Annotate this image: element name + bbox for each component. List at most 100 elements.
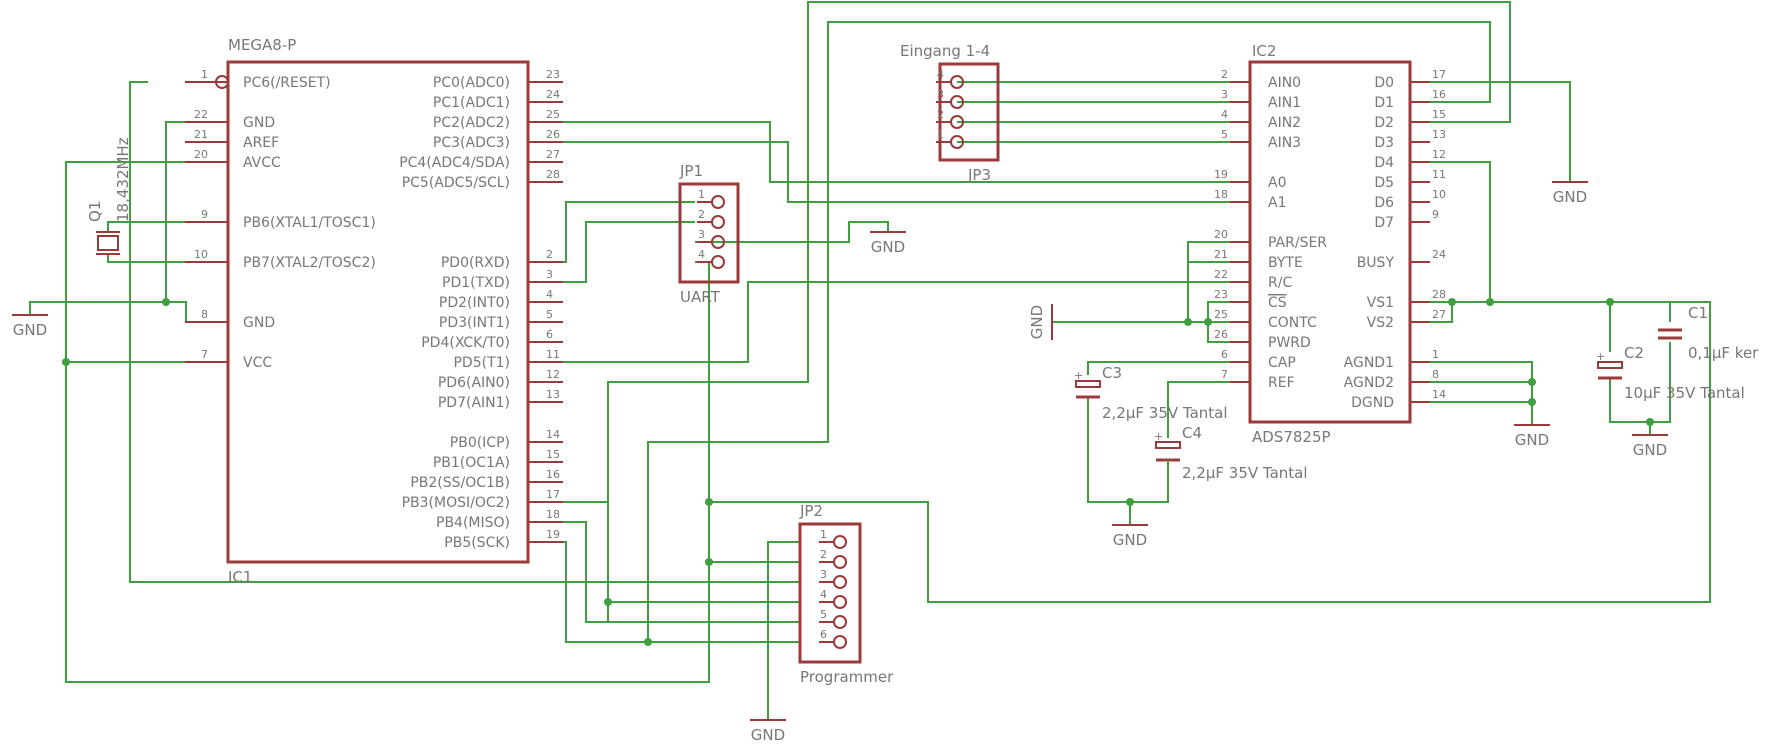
ic1-pin-number: 10 bbox=[194, 248, 208, 261]
capacitor-c2[interactable]: + C2 10µF 35V Tantal bbox=[1596, 344, 1745, 402]
ic1-pin-number: 18 bbox=[546, 508, 560, 521]
ic1-pin-name: PC0(ADC0) bbox=[433, 75, 510, 91]
wire-xtal2[interactable] bbox=[107, 254, 205, 263]
jp2-pin[interactable] bbox=[833, 595, 847, 609]
ic1-pin-name: PC3(ADC3) bbox=[433, 135, 510, 151]
wire-sck[interactable] bbox=[563, 541, 800, 643]
ic2-pin-name: AIN1 bbox=[1268, 95, 1301, 111]
wire-avcc[interactable] bbox=[65, 161, 710, 683]
ic2-pin-number: 2 bbox=[1221, 68, 1228, 81]
jp1-pin[interactable] bbox=[711, 195, 725, 209]
crystal-q1[interactable]: Q1 18,432MHz bbox=[86, 137, 132, 255]
c4-plate bbox=[1155, 441, 1181, 449]
wire-ref[interactable] bbox=[1167, 381, 1230, 438]
ic1-pin-name: PD1(TXD) bbox=[442, 275, 510, 291]
jp2-pin[interactable] bbox=[833, 535, 847, 549]
wire-par-ser[interactable] bbox=[1187, 241, 1230, 322]
ic2-pin-name: D7 bbox=[1374, 215, 1394, 231]
wire-caps-top[interactable] bbox=[1490, 301, 1671, 322]
jp3-pin-number: 1 bbox=[937, 128, 944, 141]
wire-gnd-8[interactable] bbox=[29, 301, 205, 323]
wire-d1-sck[interactable] bbox=[647, 21, 1491, 642]
wire-prog-1[interactable] bbox=[767, 541, 800, 720]
junction bbox=[1204, 318, 1212, 326]
ic2-ads7825[interactable]: IC2 ADS7825P AIN02AIN13AIN24AIN35A019A11… bbox=[1214, 42, 1446, 446]
ic1-pin-number: 7 bbox=[201, 348, 208, 361]
jp2-pin[interactable] bbox=[833, 615, 847, 629]
wire-pc2-a0[interactable] bbox=[563, 121, 1230, 183]
jp2-pin-number: 3 bbox=[820, 568, 827, 581]
ic2-pin-name: VS2 bbox=[1367, 315, 1394, 331]
jp3-pin-number: 3 bbox=[937, 88, 944, 101]
jp2-pin[interactable] bbox=[833, 575, 847, 589]
jp2-pin[interactable] bbox=[833, 635, 847, 649]
jp2-pin-number: 1 bbox=[820, 528, 827, 541]
wire-agnd1[interactable] bbox=[1410, 361, 1533, 425]
wire-pc3-a1[interactable] bbox=[563, 141, 1230, 203]
c1-value-label: 0,1µF ker bbox=[1688, 344, 1759, 362]
junction bbox=[1184, 318, 1192, 326]
wire-cs-gnd[interactable] bbox=[1052, 301, 1230, 323]
jp1-pin-number: 3 bbox=[698, 228, 705, 241]
wire-caps-bottom[interactable] bbox=[1609, 342, 1671, 423]
junction bbox=[705, 558, 713, 566]
ic2-pin-name: D2 bbox=[1374, 115, 1394, 131]
ic1-pin-name: PD2(INT0) bbox=[439, 295, 510, 311]
ic1-pin-name: PB5(SCK) bbox=[444, 535, 510, 551]
junction bbox=[1528, 378, 1536, 386]
c2-ref-label: C2 bbox=[1624, 344, 1644, 362]
crystal-ref-label: Q1 bbox=[86, 201, 104, 222]
ic2-pin-name: D6 bbox=[1374, 195, 1394, 211]
c3-ref-label: C3 bbox=[1102, 364, 1122, 382]
jp2-pin-number: 5 bbox=[820, 608, 827, 621]
wire-rxd[interactable] bbox=[563, 201, 695, 263]
ic1-pin-name: PC1(ADC1) bbox=[433, 95, 510, 111]
wire-d0-gnd[interactable] bbox=[1410, 81, 1571, 182]
ic1-mega8[interactable]: MEGA8-P IC1 PC6(/RESET)1GND22AREF21AVCC2… bbox=[185, 36, 563, 586]
ic1-pin-name: PD7(AIN1) bbox=[438, 395, 510, 411]
ic1-pin-number: 19 bbox=[546, 528, 560, 541]
ic1-pin-number: 6 bbox=[546, 328, 553, 341]
wire-xtal1[interactable] bbox=[107, 221, 205, 232]
wires bbox=[29, 1, 1711, 720]
wire-uart-gnd[interactable] bbox=[695, 221, 889, 243]
jp1-pin[interactable] bbox=[711, 255, 725, 269]
wire-txd[interactable] bbox=[563, 221, 695, 283]
wire-d4-vs[interactable] bbox=[1410, 161, 1491, 302]
capacitor-c1[interactable]: C1 0,1µF ker bbox=[1658, 304, 1759, 362]
jp2-pin-number: 2 bbox=[820, 548, 827, 561]
jp3-ref-label: JP3 bbox=[967, 166, 991, 184]
jp1-pin[interactable] bbox=[711, 215, 725, 229]
ic1-pin-number: 15 bbox=[546, 448, 560, 461]
wire-reset[interactable] bbox=[129, 81, 565, 583]
ic1-pin-number: 23 bbox=[546, 68, 560, 81]
ic2-pin-number: 7 bbox=[1221, 368, 1228, 381]
ic2-pin-number: 4 bbox=[1221, 108, 1228, 121]
jp2-pin[interactable] bbox=[833, 555, 847, 569]
ic2-pin-number: 9 bbox=[1432, 208, 1439, 221]
wire-cap[interactable] bbox=[1087, 361, 1230, 375]
ic1-pin-number: 3 bbox=[546, 268, 553, 281]
wire-pwrd[interactable] bbox=[1207, 322, 1230, 343]
ic1-pin-name: GND bbox=[243, 115, 275, 131]
wire-mosi[interactable] bbox=[563, 501, 800, 603]
ic2-pin-name: AIN3 bbox=[1268, 135, 1301, 151]
ic2-pin-number: 28 bbox=[1432, 288, 1446, 301]
ic2-pin-name: REF bbox=[1268, 375, 1295, 391]
ic2-pin-number: 5 bbox=[1221, 128, 1228, 141]
ic2-pin-number: 17 bbox=[1432, 68, 1446, 81]
ic1-pin-name: VCC bbox=[243, 355, 272, 371]
wire-miso[interactable] bbox=[563, 521, 800, 623]
wire-d2-miso[interactable] bbox=[607, 1, 1511, 622]
ic2-pin-number: 8 bbox=[1432, 368, 1439, 381]
c2-plus: + bbox=[1596, 350, 1605, 363]
ic2-pin-number: 22 bbox=[1214, 268, 1228, 281]
wire-pd5-rc[interactable] bbox=[563, 281, 1230, 363]
capacitor-c3[interactable]: + C3 2,2µF 35V Tantal bbox=[1074, 364, 1228, 422]
capacitor-c4[interactable]: + C4 2,2µF 35V Tantal bbox=[1154, 424, 1308, 482]
c3-value-label: 2,2µF 35V Tantal bbox=[1102, 404, 1228, 422]
ic1-left-pins: PC6(/RESET)1GND22AREF21AVCC20PB6(XTAL1/T… bbox=[185, 68, 376, 371]
